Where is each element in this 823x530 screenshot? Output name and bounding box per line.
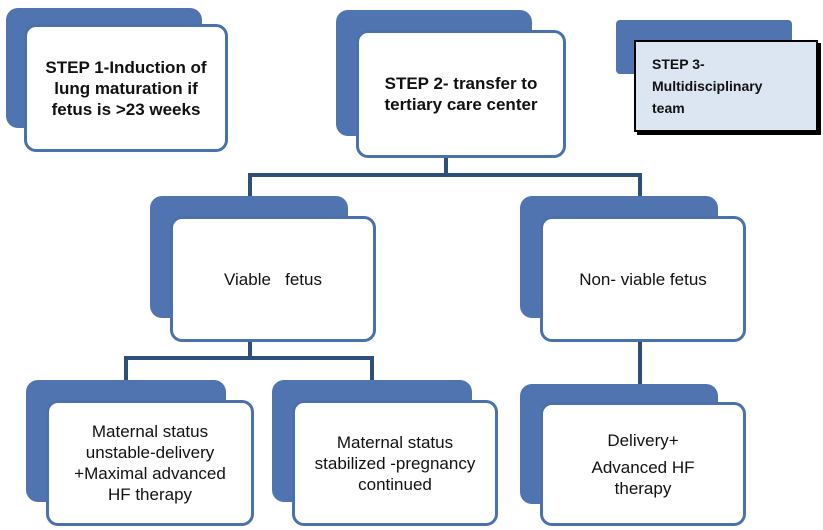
step1-line-2: lung maturation if — [54, 78, 198, 98]
stabilized-line-1: Maternal status — [336, 432, 454, 452]
step3-line-2: Multidisciplinary — [652, 78, 763, 94]
step1-line-1: STEP 1-Induction of — [45, 57, 207, 77]
connector-to-delivery — [638, 340, 642, 390]
unstable-line-1: Maternal status — [91, 422, 209, 441]
step1-line-3: fetus is >23 weeks — [51, 99, 201, 119]
viable-line-1: Viable fetus — [224, 269, 322, 289]
nonviable-box: Non- viable fetus — [540, 216, 746, 342]
stabilized-box: Maternal status stabilized -pregnancy co… — [292, 400, 498, 526]
connector-viable-down — [248, 340, 252, 360]
step2-line-1: STEP 2- transfer to — [384, 74, 538, 93]
connector-to-nonviable — [638, 173, 642, 217]
step2-line-2: tertiary care center — [384, 95, 538, 114]
delivery-line-2: Advanced HF — [591, 457, 695, 477]
connector-top-bar — [248, 173, 642, 177]
delivery-line-1: Delivery+ — [607, 430, 679, 450]
connector-bottom-bar — [124, 356, 374, 360]
step3-box: STEP 3- Multidisciplinary team — [634, 40, 818, 132]
step2-box: STEP 2- transfer to tertiary care center — [356, 30, 566, 158]
stabilized-line-3: continued — [358, 474, 432, 494]
step3-line-1: STEP 3- — [652, 56, 705, 72]
connector-to-viable — [248, 173, 252, 217]
unstable-line-2: unstable-delivery — [85, 443, 215, 462]
connector-step2-down — [444, 155, 448, 175]
viable-box: Viable fetus — [170, 216, 376, 342]
connector-to-stabilized — [370, 356, 374, 384]
delivery-line-3: therapy — [614, 478, 672, 498]
stabilized-line-2: stabilized -pregnancy — [314, 453, 476, 473]
nonviable-line-1: Non- viable fetus — [579, 269, 707, 289]
delivery-box: Delivery+ Advanced HF therapy — [540, 402, 746, 526]
step1-box: STEP 1-Induction of lung maturation if f… — [24, 24, 228, 152]
connector-to-unstable — [124, 356, 128, 384]
unstable-line-4: HF therapy — [107, 485, 193, 504]
unstable-line-3: +Maximal advanced — [74, 464, 226, 483]
unstable-box: Maternal status unstable-delivery +Maxim… — [46, 400, 254, 526]
step3-line-3: team — [652, 100, 685, 116]
